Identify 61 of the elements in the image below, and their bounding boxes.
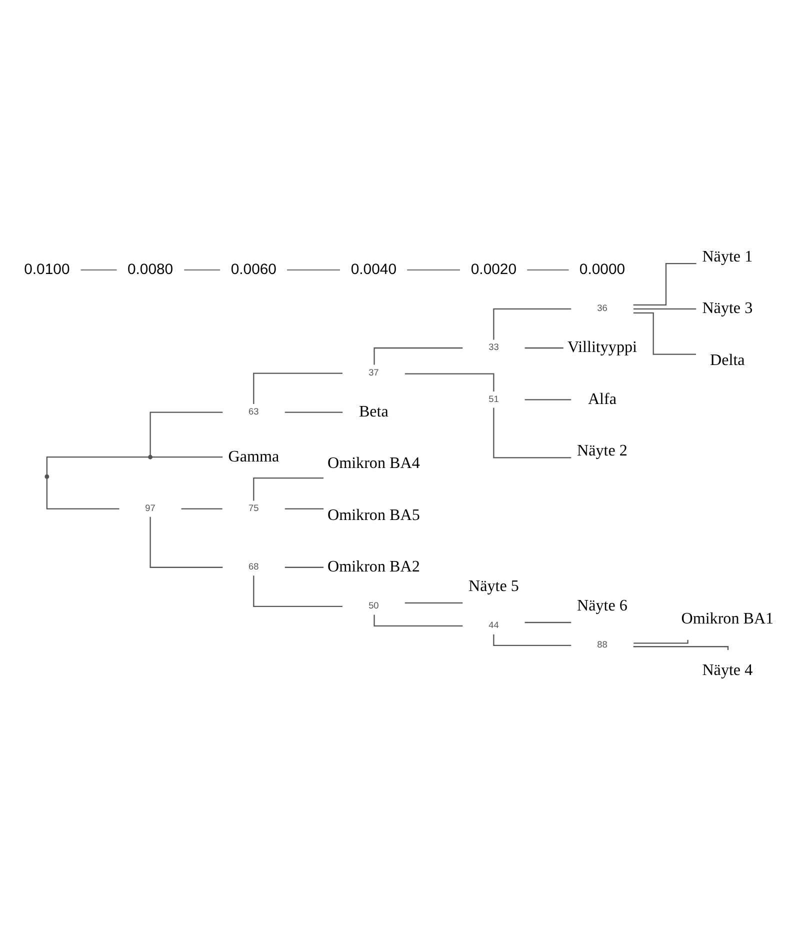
connector: [373, 346, 462, 364]
connector: [524, 346, 563, 348]
label: 0.0040: [350, 260, 396, 278]
node-text: Omikron BA1: [680, 610, 774, 627]
connector: [492, 308, 571, 340]
node-text: 36: [596, 302, 607, 313]
node-text: Näyte 1: [702, 248, 752, 266]
node-point: [148, 454, 152, 459]
label: 0.0080: [126, 260, 173, 278]
node-text: Beta: [358, 403, 388, 420]
node-text: Gamma: [228, 448, 279, 465]
connector: [632, 646, 728, 650]
connector: [524, 398, 571, 400]
node-text: 68: [248, 561, 258, 572]
label: 0.0060: [230, 260, 276, 278]
connector: [632, 312, 696, 354]
node-text: Näyte 6: [576, 597, 627, 614]
node-text: 97: [144, 502, 155, 512]
connector: [152, 456, 222, 458]
connector: [373, 614, 462, 626]
node-text: 63: [248, 406, 258, 416]
label: 0.0000: [578, 260, 625, 278]
node-text: Näyte 3: [702, 300, 752, 317]
node-text: Delta: [710, 351, 744, 368]
node-text: 44: [488, 620, 498, 630]
connector: [492, 634, 571, 646]
connector: [524, 621, 571, 623]
node-text: 50: [368, 600, 378, 610]
node-text: Villityyppi: [566, 338, 637, 356]
connector: [46, 456, 148, 474]
connector: [633, 308, 696, 310]
node-text: Näyte 4: [702, 661, 752, 678]
label: 0.0020: [470, 260, 516, 278]
node-text: Alfa: [587, 390, 616, 408]
connector: [284, 411, 342, 412]
node-text: 75: [248, 502, 258, 512]
connector: [149, 516, 222, 568]
node-text: 88: [596, 639, 607, 650]
connector: [404, 372, 494, 391]
connector: [633, 639, 688, 644]
connector: [180, 508, 222, 509]
connector: [284, 508, 324, 509]
connector: [252, 476, 323, 500]
connector: [252, 372, 342, 404]
label: 0.0100: [24, 260, 70, 278]
connector: [404, 602, 462, 604]
node-text: Näyte 5: [468, 578, 518, 595]
node-text: Näyte 2: [576, 442, 627, 460]
node-point: [44, 474, 49, 478]
node-text: 37: [368, 366, 378, 377]
connector: [284, 566, 324, 568]
connector: [492, 407, 571, 458]
node-text: Omikron BA5: [327, 506, 420, 524]
node-text: 33: [488, 342, 498, 352]
node-text: 51: [488, 393, 498, 404]
connector: [632, 262, 696, 305]
connector: [252, 575, 342, 606]
node-text: Omikron BA4: [327, 454, 420, 472]
connector: [149, 411, 222, 455]
node-text: Omikron BA2: [327, 558, 420, 576]
connector: [46, 478, 119, 509]
